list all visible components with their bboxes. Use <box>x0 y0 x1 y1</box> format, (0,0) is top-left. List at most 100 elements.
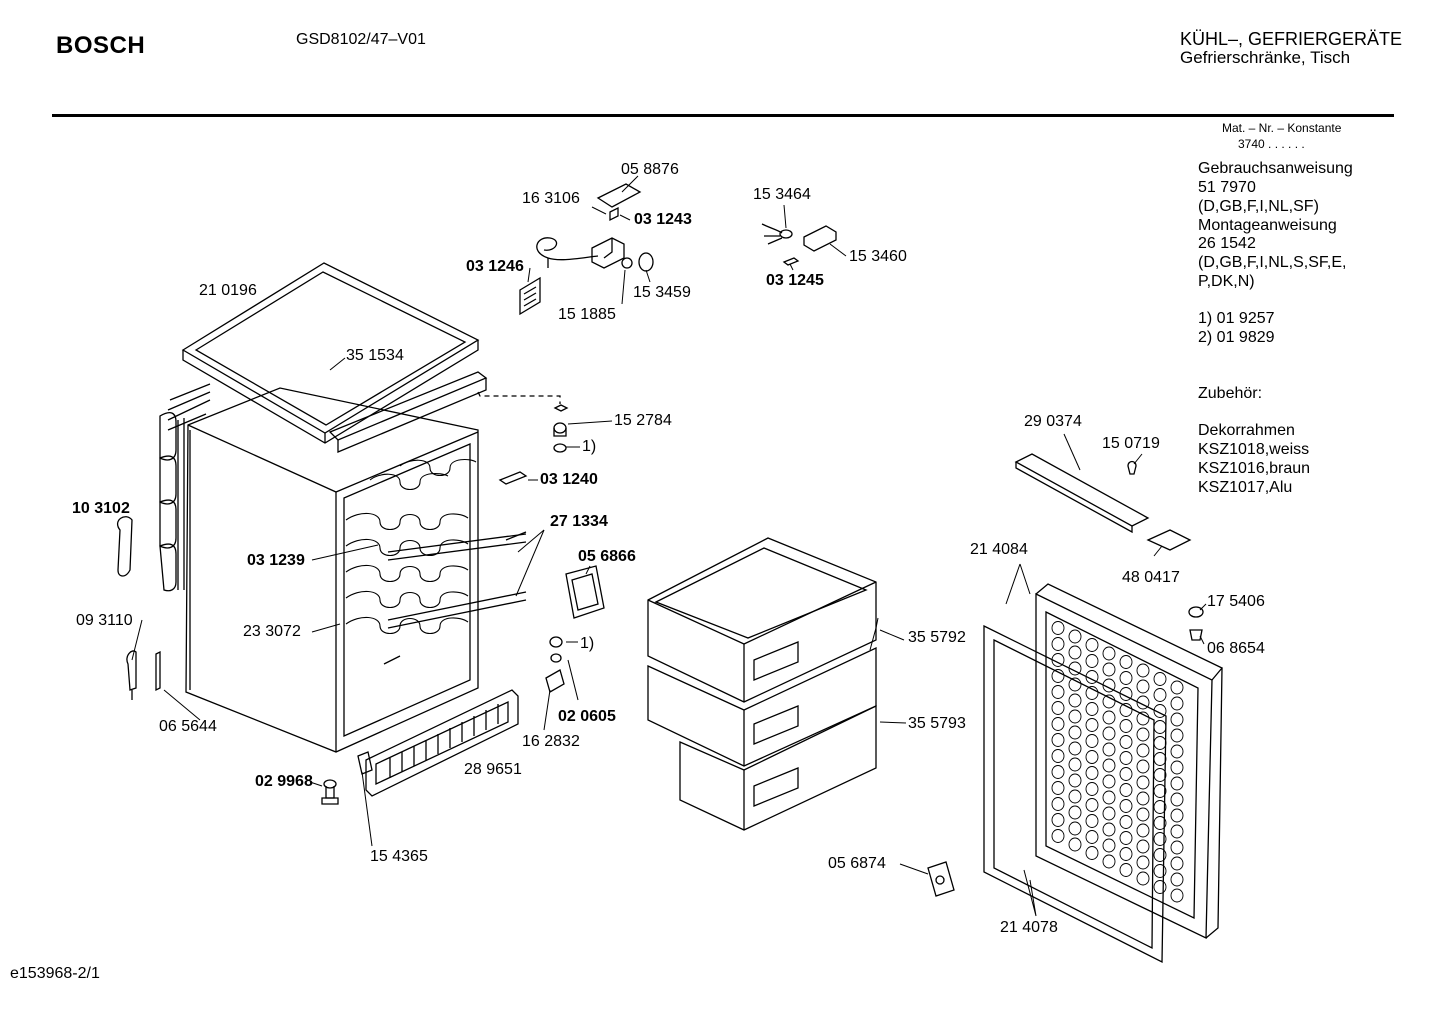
door-dimple <box>1086 687 1098 700</box>
door-dimple <box>1086 847 1098 860</box>
door-dimple <box>1052 702 1064 715</box>
door-dimple <box>1154 817 1166 830</box>
sidebar-line: (D,GB,F,I,NL,SF) <box>1198 198 1319 215</box>
door-dimple <box>1103 855 1115 868</box>
part-label-289651: 28 9651 <box>464 761 522 778</box>
door-dimple <box>1154 801 1166 814</box>
part-label-153464: 15 3464 <box>753 186 811 203</box>
door-dimple <box>1120 736 1132 749</box>
part-label-151885: 15 1885 <box>558 306 616 323</box>
door-dimple <box>1103 743 1115 756</box>
door-dimple <box>1120 816 1132 829</box>
part-label-058876: 05 8876 <box>621 161 679 178</box>
part-label-093110: 09 3110 <box>76 612 133 629</box>
door-dimple <box>1154 721 1166 734</box>
part-label-351534: 35 1534 <box>346 347 404 364</box>
part-label-065644: 06 5644 <box>159 718 217 735</box>
shelf-wires <box>384 532 526 664</box>
sidebar-line: 1) 01 9257 <box>1198 310 1275 327</box>
door-dimple <box>1086 767 1098 780</box>
part-label-031245: 03 1245 <box>766 272 824 289</box>
door-dimple <box>1069 726 1081 739</box>
handle <box>118 517 132 576</box>
hinge-plate <box>928 862 954 896</box>
door-dimple <box>1069 790 1081 803</box>
part-label-175406: 17 5406 <box>1207 593 1265 610</box>
door-dimple <box>1154 833 1166 846</box>
door-dimple <box>1103 775 1115 788</box>
door-dimple <box>1069 694 1081 707</box>
door-dimple <box>1052 734 1064 747</box>
door-dimple <box>1052 654 1064 667</box>
part-label-029968: 02 9968 <box>255 773 313 790</box>
part-label-355792: 35 5792 <box>908 629 966 646</box>
door-dimple <box>1069 710 1081 723</box>
door-dimple <box>1086 639 1098 652</box>
door-dimple <box>1052 814 1064 827</box>
door-dimple <box>1052 670 1064 683</box>
door-dimple <box>1103 727 1115 740</box>
header-divider <box>52 114 1394 117</box>
door-dimple <box>1137 840 1149 853</box>
door-dimple <box>1103 695 1115 708</box>
door <box>984 584 1222 962</box>
part-label-031239: 03 1239 <box>247 552 305 569</box>
door-dimple <box>1171 681 1183 694</box>
door-dimple <box>1171 889 1183 902</box>
sidebar-line: P,DK,N) <box>1198 273 1255 290</box>
sidebar-line: Gebrauchsanweisung <box>1198 160 1353 177</box>
door-dimple <box>1171 745 1183 758</box>
door-dimple <box>1137 680 1149 693</box>
door-dimple <box>1069 774 1081 787</box>
door-dimple <box>1086 815 1098 828</box>
brand-logo: BOSCH <box>56 32 146 59</box>
door-dimple <box>1052 638 1064 651</box>
door-dimple <box>1171 857 1183 870</box>
door-dimple <box>1120 848 1132 861</box>
part-label-150719: 15 0719 <box>1102 435 1160 452</box>
part-label-153459: 15 3459 <box>633 284 691 301</box>
door-dimple <box>1052 782 1064 795</box>
sidebar-line: 2) 01 9829 <box>1198 329 1275 346</box>
door-dimple <box>1103 791 1115 804</box>
door-dimple <box>1052 718 1064 731</box>
door-dimple <box>1086 751 1098 764</box>
part-label-056874: 05 6874 <box>828 855 886 872</box>
door-dimple <box>1052 750 1064 763</box>
door-dimple <box>1086 703 1098 716</box>
door-dimple <box>1103 759 1115 772</box>
door-dimple <box>1120 656 1132 669</box>
door-dimple <box>1154 865 1166 878</box>
door-dimple <box>1052 830 1064 843</box>
door-dimple <box>1154 849 1166 862</box>
door-dimple <box>1086 719 1098 732</box>
sidebar-line: KSZ1016,braun <box>1198 460 1311 477</box>
door-dimple <box>1120 672 1132 685</box>
door-dimple <box>1120 864 1132 877</box>
sidebar-line: Zubehör: <box>1198 385 1263 402</box>
door-dimple-pattern <box>1052 622 1183 903</box>
door-dimple <box>1171 713 1183 726</box>
part-label-020605: 02 0605 <box>558 708 616 725</box>
door-dimple <box>1171 777 1183 790</box>
door-dimple <box>1137 792 1149 805</box>
ventilation-grille <box>358 690 518 796</box>
door-dimple <box>1086 671 1098 684</box>
leader-lines <box>132 176 1206 916</box>
door-dimple <box>1069 678 1081 691</box>
part-label-233072: 23 3072 <box>243 623 301 640</box>
door-dimple <box>1069 838 1081 851</box>
door-dimple <box>1120 704 1132 717</box>
door-dimple <box>1120 832 1132 845</box>
part-label-031246: 03 1246 <box>466 258 524 275</box>
part-label-210196: 21 0196 <box>199 282 257 299</box>
part-label-152784: 15 2784 <box>614 412 672 429</box>
door-dimple <box>1086 655 1098 668</box>
door-dimple <box>1137 712 1149 725</box>
top-cover <box>183 263 478 443</box>
door-dimple <box>1171 873 1183 886</box>
door-dimple <box>1103 711 1115 724</box>
door-dimple <box>1052 798 1064 811</box>
sidebar-line: Dekorrahmen <box>1198 422 1295 439</box>
